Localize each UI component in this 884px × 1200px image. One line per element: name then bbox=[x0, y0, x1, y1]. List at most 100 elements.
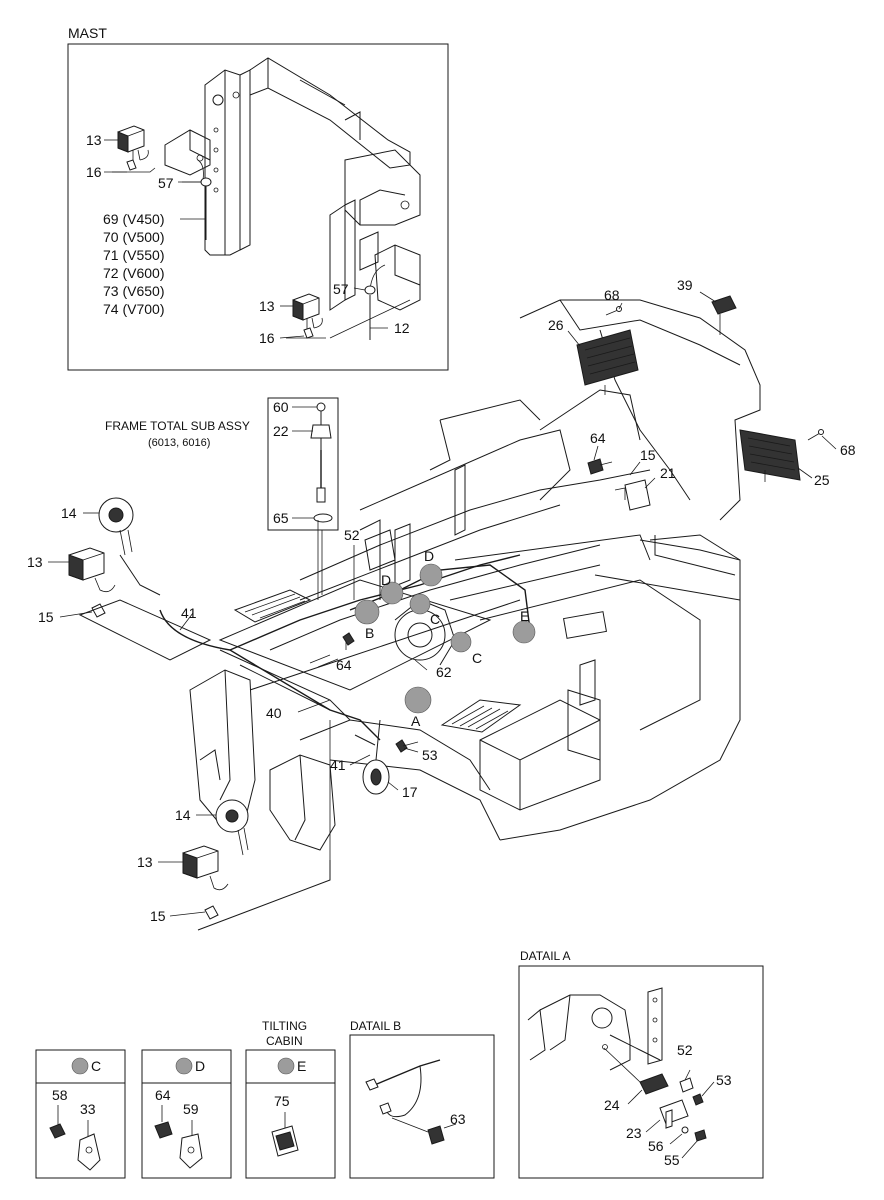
label-64-front: 64 bbox=[336, 657, 352, 673]
detail-b-63: 63 bbox=[450, 1111, 466, 1127]
detail-a-title: DATAIL A bbox=[520, 949, 570, 963]
frame-total-sub-assy: FRAME TOTAL SUB ASSY (6013, 6016) 60 22 … bbox=[105, 397, 339, 595]
label-mast-16-lower: 16 bbox=[259, 330, 275, 346]
frame-kit-leaders bbox=[292, 406, 317, 519]
box-d-letter: D bbox=[195, 1058, 205, 1074]
label-mast-74: 74 (V700) bbox=[103, 301, 164, 317]
label-frame-22: 22 bbox=[273, 423, 289, 439]
mast-structure-drawing bbox=[164, 57, 421, 340]
box-e-letter: E bbox=[297, 1058, 306, 1074]
label-mast-57-upper: 57 bbox=[158, 175, 174, 191]
bracket-15-upper bbox=[78, 599, 212, 661]
label-mast-12: 12 bbox=[394, 320, 410, 336]
mast-leaders bbox=[104, 139, 411, 339]
lamp-bracket-upper bbox=[112, 159, 156, 173]
label-39: 39 bbox=[677, 277, 693, 293]
horn-17 bbox=[362, 759, 390, 795]
box-e: TILTING CABIN E 75 bbox=[245, 1019, 336, 1179]
combination-lamp-26 bbox=[576, 329, 639, 395]
label-mast-72: 72 (V600) bbox=[103, 265, 164, 281]
sender-unit-drawing bbox=[310, 402, 333, 595]
label-14-upper: 14 bbox=[61, 505, 77, 521]
label-41-upper: 41 bbox=[181, 605, 197, 621]
grommet-57-lower bbox=[364, 285, 376, 295]
label-mast-13-lower: 13 bbox=[259, 298, 275, 314]
callout-c-upper: C bbox=[430, 611, 440, 627]
label-64-rear: 64 bbox=[590, 430, 606, 446]
mast-frame-box bbox=[67, 43, 449, 371]
detail-a-24: 24 bbox=[604, 1097, 620, 1113]
detail-a: DATAIL A 52 53 24 23 56 55 bbox=[518, 949, 764, 1179]
label-13-upper: 13 bbox=[27, 554, 43, 570]
label-17: 17 bbox=[402, 784, 418, 800]
bolt-68-right bbox=[807, 429, 824, 441]
relay-21 bbox=[614, 479, 651, 511]
label-40: 40 bbox=[266, 705, 282, 721]
label-21: 21 bbox=[660, 465, 676, 481]
label-frame-60: 60 bbox=[273, 399, 289, 415]
label-68-upper: 68 bbox=[604, 287, 620, 303]
combination-lamp-25 bbox=[739, 429, 801, 482]
callout-a: A bbox=[411, 713, 421, 729]
frame-kit-box bbox=[267, 397, 339, 531]
bracket-15-lower bbox=[197, 860, 331, 931]
callout-e: E bbox=[520, 608, 529, 624]
callout-d-lower: D bbox=[381, 572, 391, 588]
label-15-rear: 15 bbox=[640, 447, 656, 463]
chassis-drawing bbox=[189, 299, 761, 851]
label-mast-69: 69 (V450) bbox=[103, 211, 164, 227]
label-68-right: 68 bbox=[840, 442, 856, 458]
callout-c-lower: C bbox=[472, 650, 482, 666]
detail-a-56: 56 bbox=[648, 1138, 664, 1154]
work-lamp-lower bbox=[292, 293, 323, 330]
head-lamp-13-lower bbox=[182, 845, 229, 891]
label-mast-16-upper: 16 bbox=[86, 164, 102, 180]
label-25: 25 bbox=[814, 472, 830, 488]
detail-a-53: 53 bbox=[716, 1072, 732, 1088]
detail-a-23: 23 bbox=[626, 1125, 642, 1141]
label-14-lower: 14 bbox=[175, 807, 191, 823]
box-d-64: 64 bbox=[155, 1087, 171, 1103]
mast-title: MAST bbox=[68, 25, 107, 41]
label-mast-73: 73 (V650) bbox=[103, 283, 164, 299]
flasher-14-upper bbox=[98, 497, 134, 556]
callout-markers bbox=[354, 563, 536, 714]
detail-a-55: 55 bbox=[664, 1152, 680, 1168]
label-15-lower: 15 bbox=[150, 908, 166, 924]
bolt-64-front bbox=[342, 632, 355, 646]
detail-a-52: 52 bbox=[677, 1042, 693, 1058]
detail-b: DATAIL B 63 bbox=[349, 1019, 495, 1179]
bolt-53 bbox=[395, 739, 419, 753]
head-lamp-13-upper bbox=[68, 547, 116, 593]
label-62: 62 bbox=[436, 664, 452, 680]
label-mast-71: 71 (V550) bbox=[103, 247, 164, 263]
label-13-lower: 13 bbox=[137, 854, 153, 870]
box-c-letter: C bbox=[91, 1058, 101, 1074]
label-52: 52 bbox=[344, 527, 360, 543]
bolt-64-rear bbox=[587, 458, 613, 475]
detail-b-title: DATAIL B bbox=[350, 1019, 401, 1033]
label-53: 53 bbox=[422, 747, 438, 763]
label-mast-57-lower: 57 bbox=[333, 281, 349, 297]
frame-title-line1: FRAME TOTAL SUB ASSY bbox=[105, 419, 250, 433]
label-26: 26 bbox=[548, 317, 564, 333]
label-mast-13-upper: 13 bbox=[86, 132, 102, 148]
lamp-bracket-lower bbox=[286, 327, 326, 339]
box-c-33: 33 bbox=[80, 1101, 96, 1117]
label-mast-70: 70 (V500) bbox=[103, 229, 164, 245]
callout-b: B bbox=[365, 625, 374, 641]
frame-title-line2: (6013, 6016) bbox=[148, 437, 210, 449]
main-leaders bbox=[48, 291, 837, 917]
tilting-title-line2: CABIN bbox=[266, 1034, 303, 1048]
box-c: C 58 33 bbox=[35, 1049, 126, 1179]
box-d-59: 59 bbox=[183, 1101, 199, 1117]
box-e-75: 75 bbox=[274, 1093, 290, 1109]
label-15-upper: 15 bbox=[38, 609, 54, 625]
work-lamp-upper bbox=[117, 125, 149, 162]
tilting-title-line1: TILTING bbox=[262, 1019, 307, 1033]
flasher-14-lower bbox=[215, 799, 249, 856]
box-c-58: 58 bbox=[52, 1087, 68, 1103]
mast-inset: MAST bbox=[67, 25, 449, 371]
label-frame-65: 65 bbox=[273, 510, 289, 526]
